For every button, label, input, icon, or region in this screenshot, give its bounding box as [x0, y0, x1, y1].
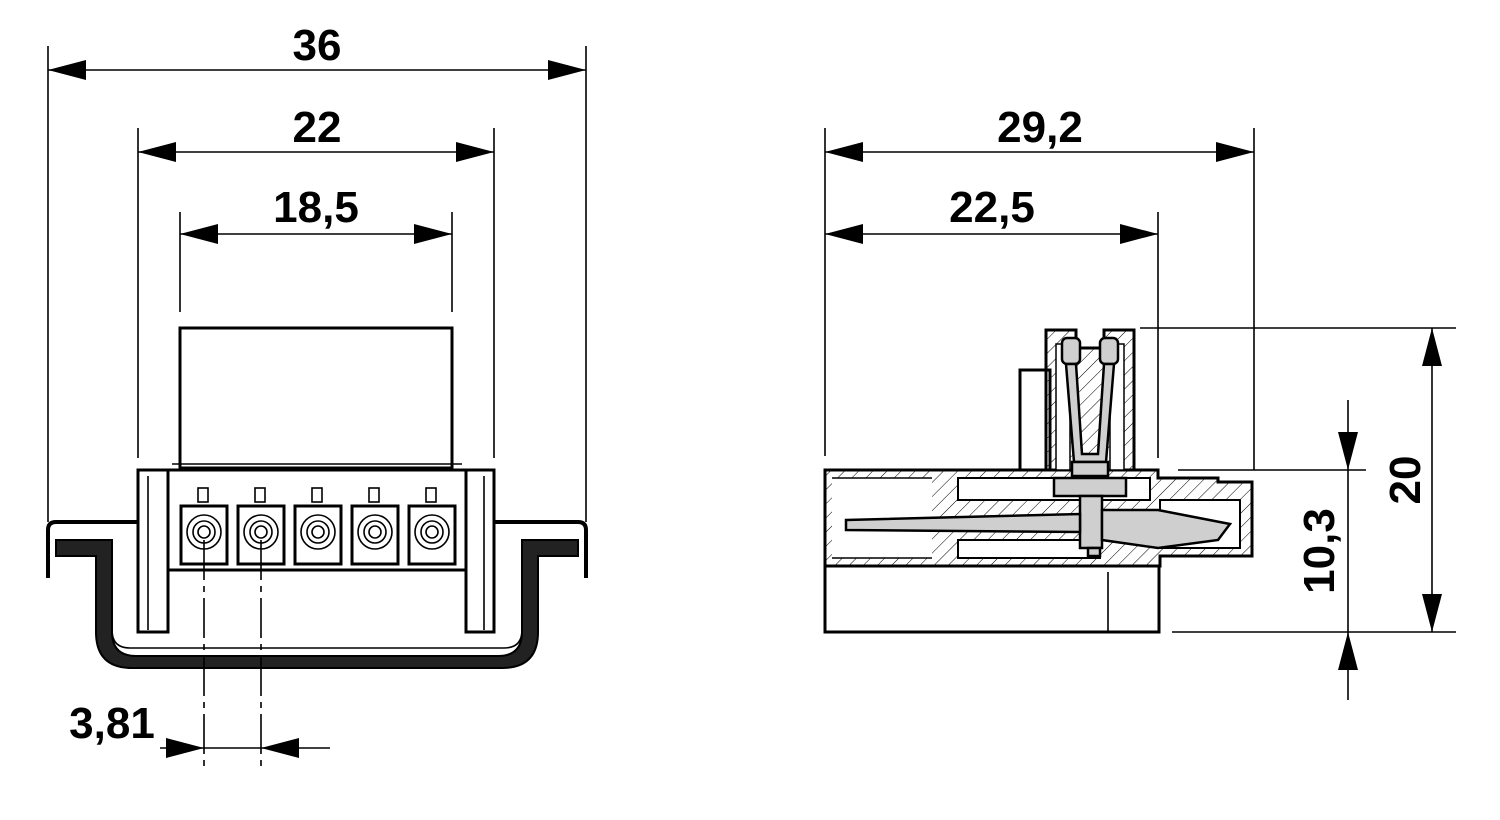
dim-label-3-81: 3,81 — [69, 699, 155, 748]
dim-housing-depth: 22,5 — [825, 183, 1159, 458]
dim-overall-width: 36 — [47, 21, 587, 522]
dim-overall-height: 20 — [1140, 327, 1456, 633]
side-lower-body — [823, 564, 1161, 634]
dim-housing-width: 22 — [137, 103, 495, 458]
dim-label-22-5: 22,5 — [949, 183, 1035, 232]
dim-plug-width: 18,5 — [179, 183, 453, 312]
din-rail — [46, 520, 588, 669]
dim-pitch: 3,81 — [69, 699, 330, 758]
contact — [350, 487, 400, 566]
dim-label-36: 36 — [293, 21, 342, 70]
dim-label-22: 22 — [293, 103, 342, 152]
dim-label-18-5: 18,5 — [273, 183, 359, 232]
dim-overall-depth: 29,2 — [824, 103, 1255, 470]
plug-upper-body — [178, 326, 454, 470]
dim-label-10-3: 10,3 — [1295, 508, 1344, 594]
side-view: 29,2 22,5 20 10,3 — [823, 103, 1456, 700]
dim-label-20: 20 — [1381, 456, 1430, 505]
dim-rail-offset-height: 10,3 — [1178, 400, 1366, 700]
contact — [407, 487, 457, 566]
front-view: 36 22 18,5 3,81 — [46, 21, 588, 772]
dim-label-29-2: 29,2 — [997, 103, 1083, 152]
contact-pin — [844, 336, 1233, 558]
contact — [293, 487, 343, 566]
